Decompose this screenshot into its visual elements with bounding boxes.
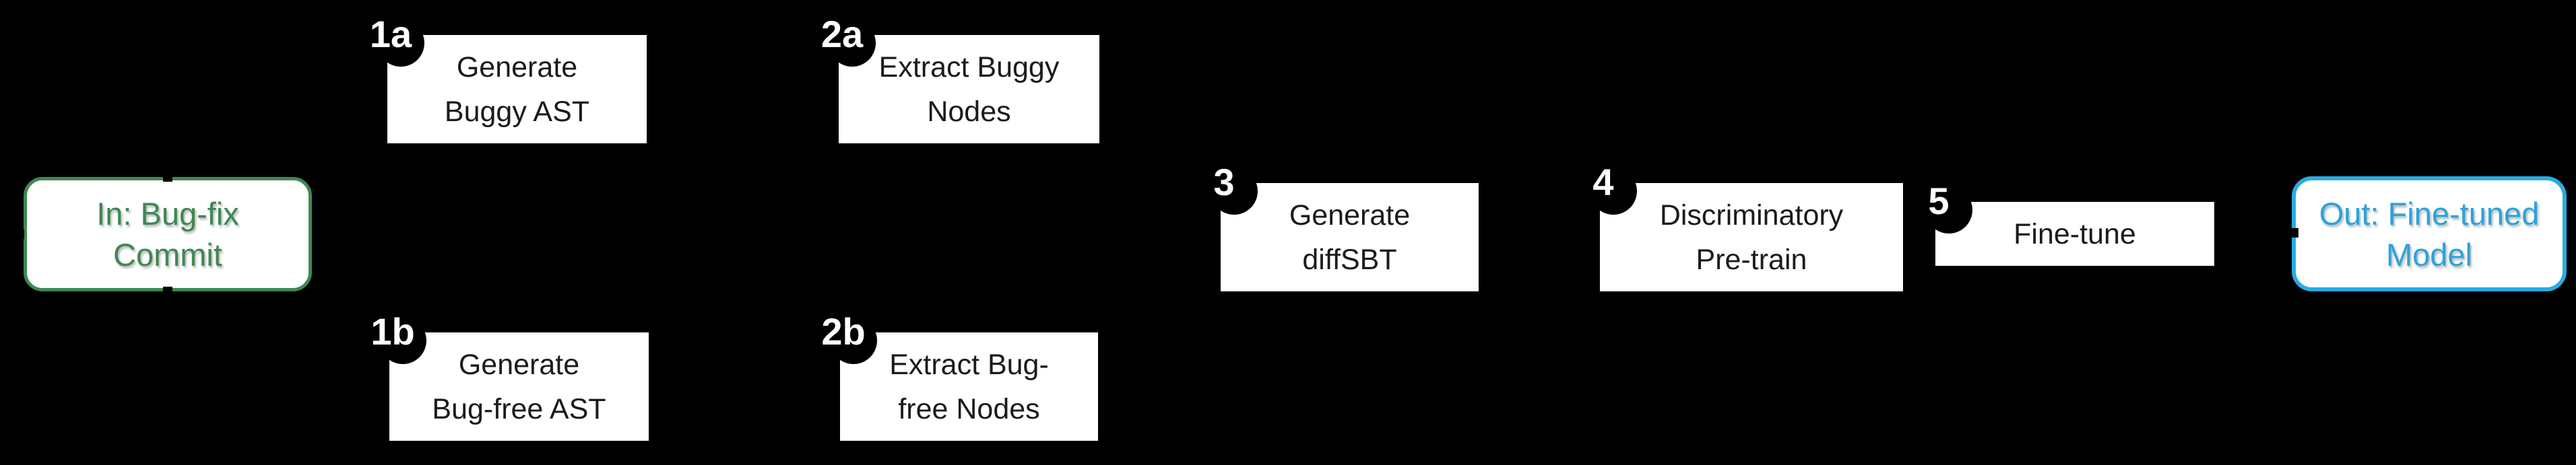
node-label-line: Buggy AST — [444, 95, 590, 128]
node-label-line: diffSBT — [1302, 243, 1397, 276]
node-label-line: Out: Fine-tuned — [2319, 195, 2540, 231]
step-number-label: 2a — [820, 13, 864, 55]
step-number-badge — [1925, 186, 1972, 234]
step-number-badge — [830, 317, 877, 364]
step-number-badge — [1590, 168, 1637, 215]
node-label-line: Generate — [456, 50, 578, 83]
connector-stub — [2282, 228, 2298, 238]
step-number-label: 5 — [1928, 180, 1950, 222]
connector-stub — [163, 287, 172, 296]
node-step-5: Fine-tune 5 — [1925, 182, 2214, 266]
connector-stub — [163, 172, 172, 182]
step-number-badge — [1211, 168, 1258, 215]
node-label-line: Discriminatory — [1659, 199, 1844, 231]
step-number-badge — [379, 317, 426, 364]
node-label-line: Extract Bug- — [889, 348, 1049, 381]
node-label-line: Commit — [113, 237, 222, 273]
connector-stub — [15, 229, 24, 239]
node-label: Fine-tune — [2014, 212, 2136, 256]
node-label-line: Generate — [458, 348, 580, 381]
step-number-badge — [829, 20, 876, 67]
step-number-badge — [377, 20, 424, 67]
node-label: Generate diffSBT — [1289, 193, 1410, 282]
node-step-3: Generate diffSBT 3 — [1211, 164, 1479, 291]
step-number-label: 4 — [1592, 161, 1614, 203]
step-number-label: 2b — [821, 310, 866, 353]
node-label-line: In: Bug-fix — [96, 196, 239, 231]
node-label-line: Bug-free AST — [432, 392, 606, 425]
node-label-line: Extract Buggy — [878, 50, 1060, 83]
node-label: Extract Bug-free Nodes — [889, 343, 1049, 431]
step-number-label: 3 — [1213, 161, 1235, 203]
node-label-line: Pre-train — [1696, 243, 1807, 276]
step-number-label: 1b — [371, 310, 415, 353]
node-label-line: Model — [2385, 236, 2472, 273]
step-number-label: 1a — [369, 13, 412, 55]
node-step-2b: Extract Bug-free Nodes 2b — [821, 313, 1098, 441]
node-label-line: Nodes — [927, 95, 1011, 128]
node-label-line: free Nodes — [898, 392, 1040, 425]
node-label-line: Fine-tune — [2014, 217, 2136, 250]
node-label-line: Generate — [1289, 199, 1411, 231]
